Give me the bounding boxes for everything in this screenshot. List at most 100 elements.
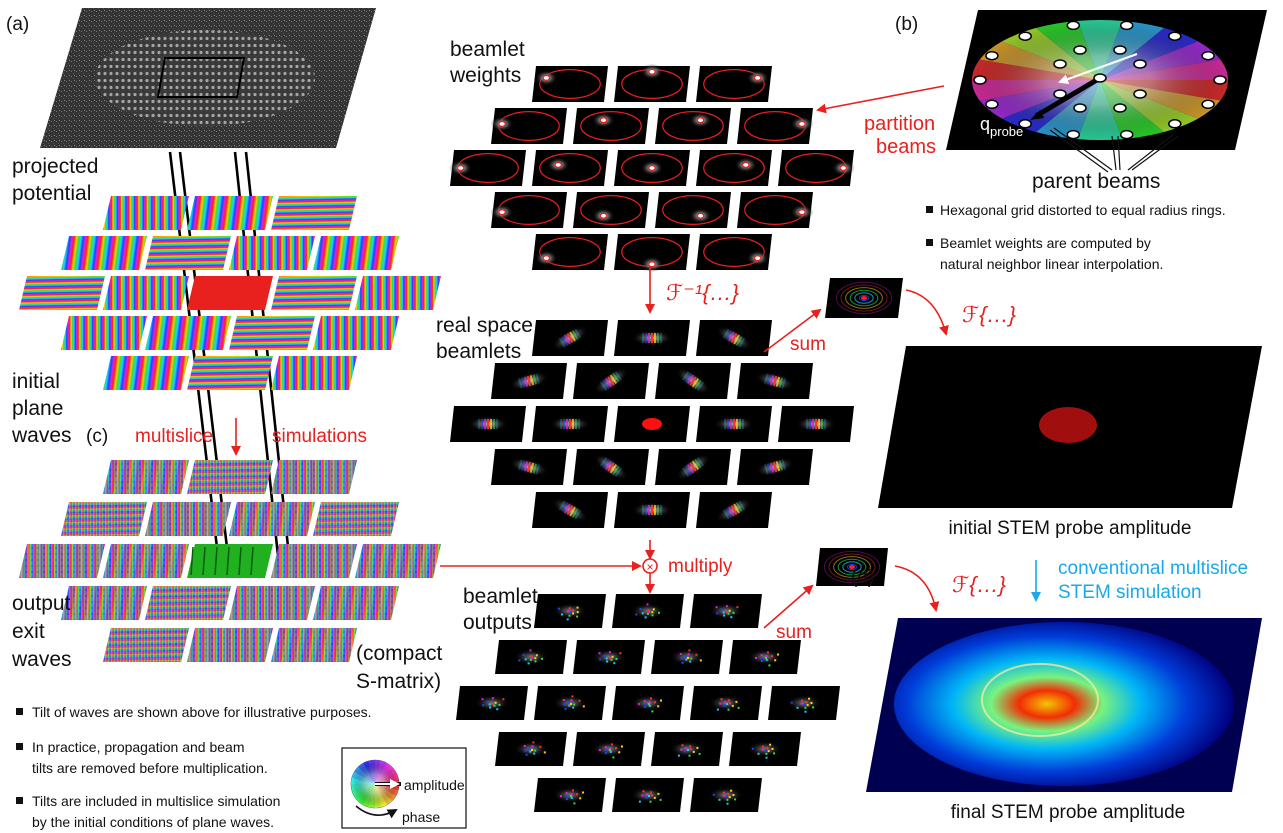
beamlet-thumb [614, 234, 690, 270]
summed-probe-thumb-1 [825, 278, 903, 318]
phase-amplitude-legend: amplitude phase [341, 747, 467, 829]
sum-label-1: sum [790, 334, 826, 355]
wave-tile [187, 196, 273, 230]
parent-beam-dot [1053, 59, 1067, 69]
sum-label-2: sum [776, 622, 812, 643]
parent-beam-dot [1093, 73, 1107, 83]
bullet [16, 708, 23, 715]
bullet [16, 743, 23, 750]
parent-beam-dot [1201, 99, 1215, 110]
crop-box [156, 57, 246, 98]
real-space-1: real space [436, 314, 533, 337]
right-note-1: Hexagonal grid distorted to equal radius… [940, 202, 1226, 218]
final-stem-probe-image [866, 618, 1262, 792]
wave-tile [19, 276, 105, 310]
wave-tile [103, 356, 189, 390]
parent-beam-dot [1133, 59, 1147, 69]
beamlet-thumb [491, 108, 567, 144]
parent-beam-callouts [1049, 127, 1179, 173]
wave-tile [313, 316, 399, 350]
right-notes: Hexagonal grid distorted to equal radius… [926, 202, 1226, 272]
parent-beam-dot [1066, 20, 1081, 31]
initial-stem-probe-image [878, 346, 1262, 508]
real-space-beamlets-grid [450, 320, 854, 528]
beamlet-outputs-2: outputs [463, 611, 532, 634]
bullet [926, 206, 933, 213]
parent-beam-dot [1133, 89, 1147, 99]
initial-stem-label: initial STEM probe amplitude [949, 518, 1192, 539]
partition-label-2: beams [876, 136, 936, 158]
right-note-2b: natural neighbor linear interpolation. [940, 256, 1163, 272]
beamlet-thumb [532, 150, 608, 186]
parent-beam-dot [1201, 50, 1215, 61]
parent-beam-dot [1168, 31, 1182, 41]
parent-beam-dot [1119, 129, 1134, 140]
summed-probe-thumb-2 [816, 548, 888, 586]
parent-beam-dot [973, 75, 987, 85]
wave-tile [103, 196, 189, 230]
wave-tile [229, 316, 315, 350]
inverse-fourier-label: ℱ⁻¹{…} [666, 280, 740, 305]
legend-amplitude: amplitude [404, 777, 465, 793]
simulations-label: simulations [272, 426, 367, 447]
multislice-label: multislice [135, 426, 213, 447]
fourier-arrow-2 [894, 565, 940, 612]
beamlet-weights-grid [449, 63, 855, 273]
note-1: Tilt of waves are shown above for illust… [32, 704, 372, 720]
parent-beams-label: parent beams [1032, 170, 1160, 193]
beamlet-outputs-grid [456, 594, 840, 812]
legend-phase: phase [402, 809, 440, 825]
center-wave-tile [187, 544, 273, 578]
center-wave-tile [187, 276, 273, 310]
beamlet-weights-2: weights [449, 64, 521, 87]
wave-tile [271, 356, 357, 390]
real-space-2: beamlets [436, 340, 521, 363]
beamlet-thumb [737, 192, 813, 228]
parent-beam-dot [1073, 45, 1087, 55]
parent-beam-dot [1018, 119, 1032, 129]
parent-beam-dot [1213, 75, 1227, 85]
wave-tile [313, 236, 399, 270]
white-arrow [1058, 53, 1138, 84]
beamlet-thumb [778, 150, 854, 186]
q-probe-arrow [1034, 75, 1102, 119]
panel-label-a: (a) [6, 14, 29, 35]
compact-label-1: (compact [356, 642, 443, 665]
projected-potential-image [40, 8, 376, 148]
beamlet-thumb [491, 192, 567, 228]
conventional-label-1: conventional multislice [1058, 558, 1248, 579]
fourier-label-2: ℱ{…} [952, 572, 1007, 597]
beamlet-weights-1: beamlet [450, 38, 525, 61]
beamlet-thumb [614, 66, 690, 102]
beamlet-outputs-1: beamlet [463, 585, 538, 608]
wave-tile [229, 236, 315, 270]
panel-label-d: (d) [851, 567, 874, 588]
wave-tile [145, 316, 231, 350]
sum-arrow-1 [763, 308, 822, 353]
note-2a: In practice, propagation and beam [32, 739, 244, 755]
sum-arrow-2 [763, 584, 814, 629]
beamlet-thumb [696, 150, 772, 186]
wave-tile [103, 276, 189, 310]
bullet [16, 797, 23, 804]
parent-beam-dot [985, 99, 999, 110]
wave-tile [187, 356, 273, 390]
projected-label-1: projected [12, 155, 98, 178]
panel-label-b: (b) [895, 14, 918, 35]
parent-beam-dot [985, 50, 999, 61]
note-3b: by the initial conditions of plane waves… [32, 814, 274, 830]
q-probe-label: qprobe [980, 114, 1023, 139]
beamlet-thumb [737, 108, 813, 144]
bullet [926, 239, 933, 246]
conventional-label-2: STEM simulation [1058, 582, 1202, 603]
parent-beam-dot [1168, 119, 1182, 129]
parent-beam-dot [1119, 20, 1134, 31]
left-notes: Tilt of waves are shown above for illust… [16, 704, 372, 830]
wave-tile [271, 276, 357, 310]
wave-tile [271, 196, 357, 230]
note-2b: tilts are removed before multiplication. [32, 760, 268, 776]
parent-beam-dot [1053, 89, 1067, 99]
output-label-3: waves [11, 648, 72, 671]
